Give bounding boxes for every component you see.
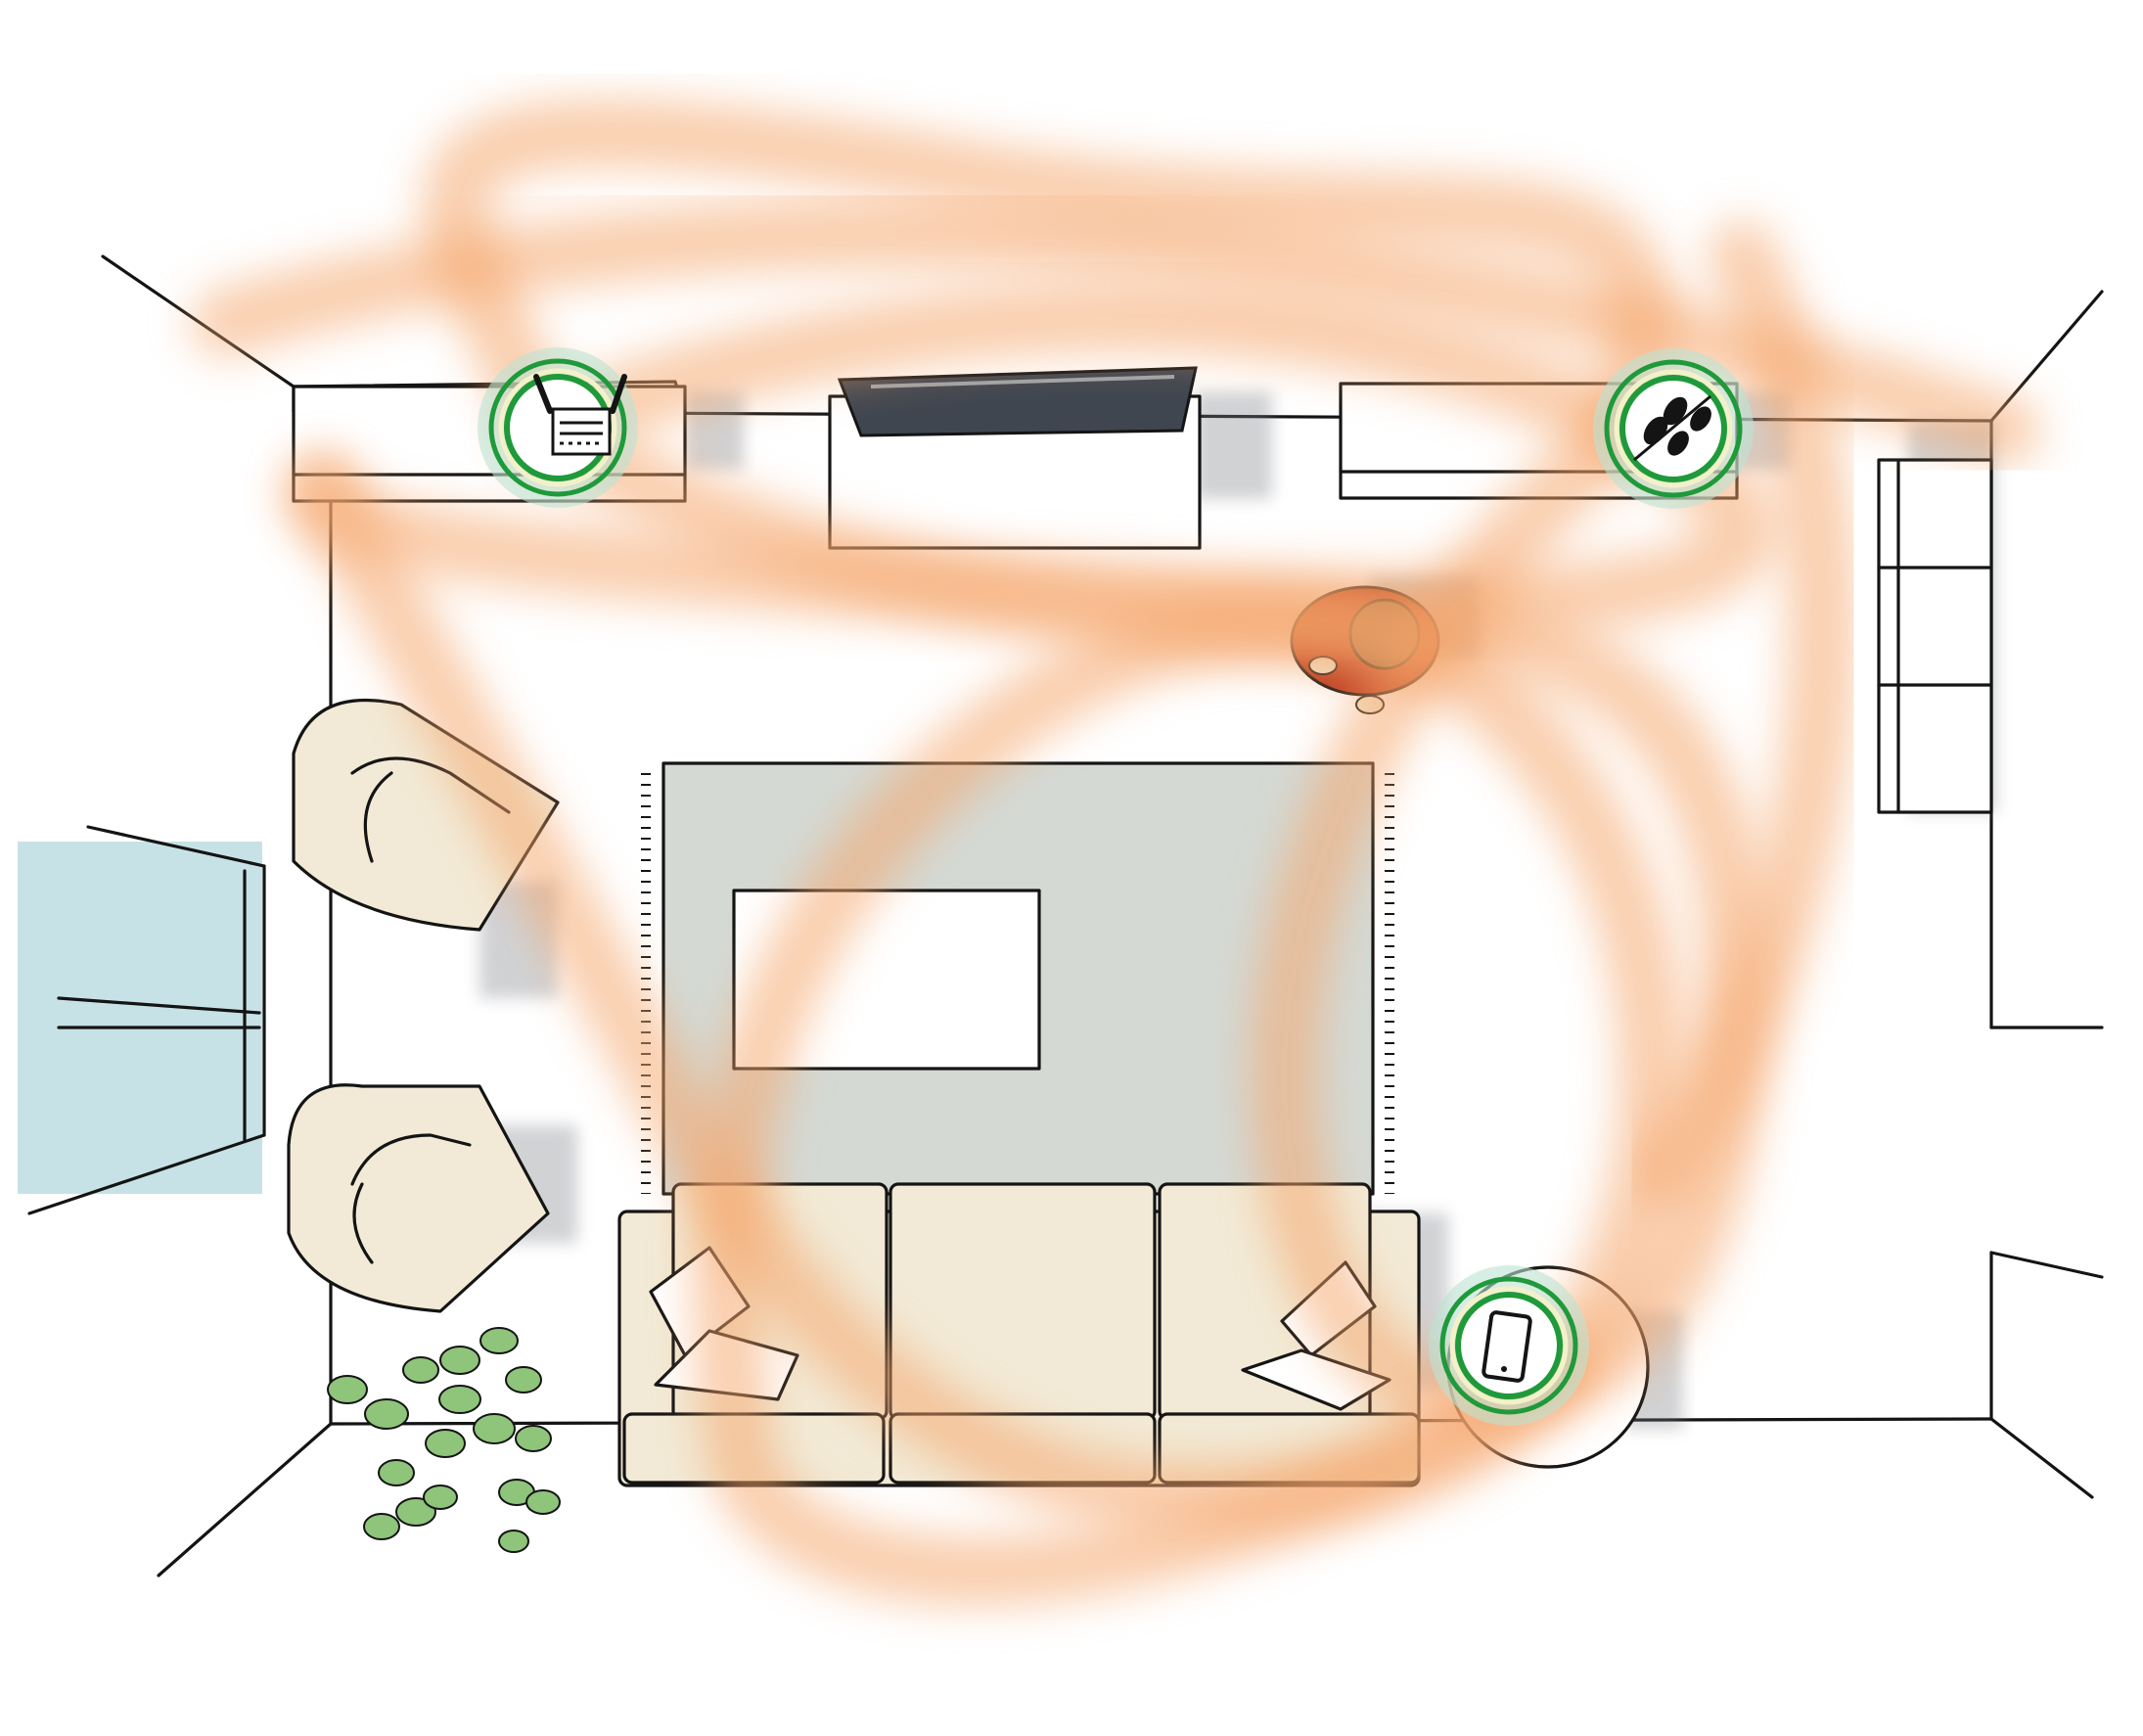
footsteps-icon — [1633, 394, 1711, 462]
phone-device — [1429, 1265, 1589, 1426]
motion-sensor-device — [1593, 348, 1754, 509]
armchair-top — [292, 698, 560, 932]
router-icon — [533, 374, 627, 456]
plant — [327, 1327, 561, 1553]
bookshelf — [1877, 458, 1993, 814]
phone-icon — [1482, 1310, 1532, 1383]
window — [18, 825, 266, 1215]
tv — [837, 366, 1198, 437]
router-device — [478, 347, 638, 508]
armchair-bottom — [287, 1083, 550, 1313]
